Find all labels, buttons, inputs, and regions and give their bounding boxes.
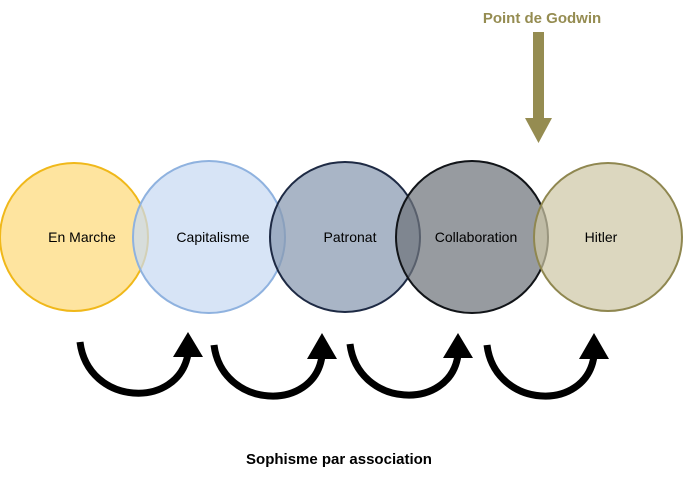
godwin-arrow-shaft: [533, 32, 544, 118]
transition-arrow-1-head: [173, 332, 203, 357]
circle-labels: En Marche Capitalisme Patronat Collabora…: [48, 229, 618, 245]
transition-arrow-2-curve: [210, 344, 326, 400]
label-en-marche: En Marche: [48, 229, 116, 245]
transition-arrow-4: [483, 333, 609, 400]
godwin-arrow-head: [525, 118, 552, 143]
transition-arrow-3-curve: [346, 343, 462, 399]
godwin-label: Point de Godwin: [483, 10, 601, 27]
transition-arrow-4-curve: [483, 344, 598, 400]
circles-group: [0, 160, 683, 314]
transition-arrows: [76, 332, 609, 400]
transition-arrow-3-head: [443, 333, 473, 358]
diagram-caption: Sophisme par association: [246, 451, 432, 468]
label-patronat: Patronat: [324, 229, 377, 245]
transition-arrow-2-head: [307, 333, 337, 359]
transition-arrow-4-head: [579, 333, 609, 359]
circle-hitler: [533, 162, 683, 312]
label-collaboration: Collaboration: [435, 229, 518, 245]
transition-arrow-2: [210, 333, 337, 400]
transition-arrow-3: [346, 333, 473, 399]
label-capitalisme: Capitalisme: [176, 229, 249, 245]
godwin-indicator: Point de Godwin: [483, 10, 601, 143]
transition-arrow-1: [76, 332, 203, 397]
transition-arrow-1-curve: [76, 341, 192, 397]
label-hitler: Hitler: [585, 229, 618, 245]
